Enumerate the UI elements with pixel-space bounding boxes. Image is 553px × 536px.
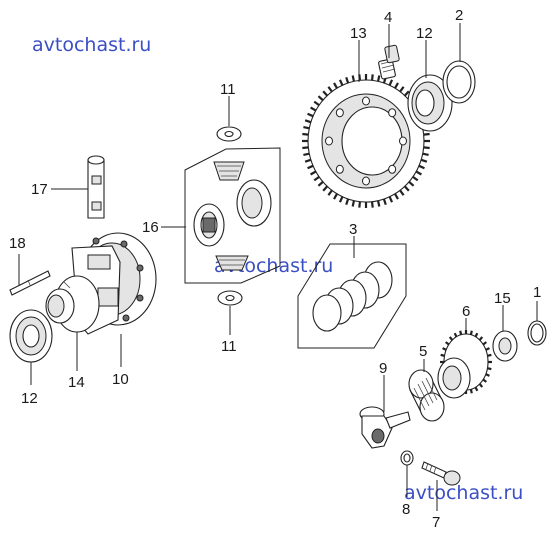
lock-pin [9, 270, 51, 296]
differential-gear-kit [184, 147, 281, 284]
spring-washer-set [297, 243, 407, 349]
callout-10: 10 [112, 371, 129, 388]
watermark-top-left: avtochast.ru [32, 34, 151, 56]
callout-1: 1 [533, 284, 541, 301]
bolt-7 [421, 461, 461, 486]
callout-6: 6 [462, 303, 470, 320]
callout-11-top: 11 [220, 81, 236, 98]
callout-3: 3 [349, 221, 357, 238]
washer-15 [492, 330, 518, 362]
callout-13: 13 [350, 25, 367, 42]
callout-7: 7 [432, 514, 440, 531]
callout-labels: 4 2 12 13 11 11 16 3 17 18 12 14 10 1 15… [9, 7, 541, 531]
callout-14: 14 [68, 374, 85, 391]
callout-2: 2 [455, 7, 463, 24]
snap-ring [527, 320, 547, 346]
bolt-4 [378, 44, 400, 80]
callout-17: 17 [31, 181, 48, 198]
callout-18: 18 [9, 235, 26, 252]
pinion-shaft [87, 155, 105, 219]
driven-gear [437, 330, 492, 399]
callout-15: 15 [494, 290, 511, 307]
callout-12-bottom: 12 [21, 390, 38, 407]
callout-5: 5 [419, 343, 427, 360]
speedometer-shaft [359, 406, 411, 449]
shim-ring [442, 60, 476, 104]
bearing-upper [407, 74, 453, 132]
callout-8: 8 [402, 501, 410, 518]
bearing-lower [9, 309, 53, 363]
leader-lines [18, 23, 538, 511]
watermark-bottom-right: avtochast.ru [404, 482, 523, 504]
callout-11-bottom: 11 [221, 338, 237, 355]
case-helical-gear [45, 275, 100, 333]
callout-4: 4 [384, 9, 392, 26]
needle-bearing [408, 369, 445, 422]
callout-16: 16 [142, 219, 159, 236]
thrust-washer-top [216, 126, 242, 142]
callout-9: 9 [379, 360, 387, 377]
thrust-washer-bottom [217, 290, 243, 306]
ring-gear [302, 74, 430, 208]
callout-12-top: 12 [416, 25, 433, 42]
o-ring [400, 450, 414, 466]
